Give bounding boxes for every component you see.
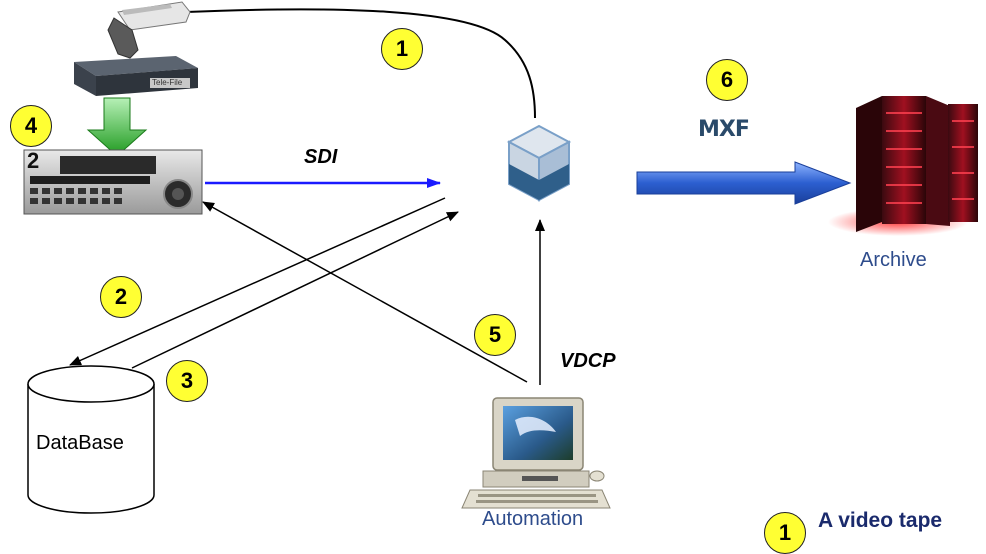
step-badge-5: 5 — [474, 314, 516, 356]
query-to-database-arrow — [69, 197, 446, 366]
step-badge-2: 2 — [100, 276, 142, 318]
vdcp-label: VDCP — [560, 350, 616, 372]
database-cylinder-icon — [27, 365, 155, 514]
workflow-diagram — [23, 1, 978, 514]
legend-badge: 1 — [764, 512, 806, 554]
database-response-arrow — [131, 211, 459, 369]
mxf-logo: MXF — [698, 117, 750, 142]
sdi-label: SDI — [304, 146, 338, 168]
automation-label: Automation — [482, 508, 584, 530]
reader-brand-label: Tele-File — [152, 78, 183, 87]
transcoder-cube-icon — [506, 124, 572, 202]
legend-text: A video tape — [818, 509, 943, 532]
step-badge-6: 6 — [706, 59, 748, 101]
tape-load-arrow — [86, 97, 148, 157]
step-badge-4: 4 — [10, 105, 52, 147]
automation-to-vtr-arrow — [202, 201, 528, 383]
reader-to-transcoder-link — [185, 8, 536, 119]
step-badge-3: 3 — [166, 360, 208, 402]
archive-transfer-arrow — [636, 161, 852, 205]
vtr-number-label: 2 — [27, 148, 40, 173]
archive-server-icon — [828, 96, 978, 236]
database-label: DataBase — [36, 432, 124, 454]
archive-label: Archive — [860, 249, 927, 271]
vtr-deck-icon — [23, 149, 203, 215]
step-badge-1: 1 — [381, 28, 423, 70]
barcode-scanner-icon — [107, 1, 191, 59]
reader-box-icon — [74, 56, 198, 96]
automation-computer-icon — [461, 397, 611, 509]
